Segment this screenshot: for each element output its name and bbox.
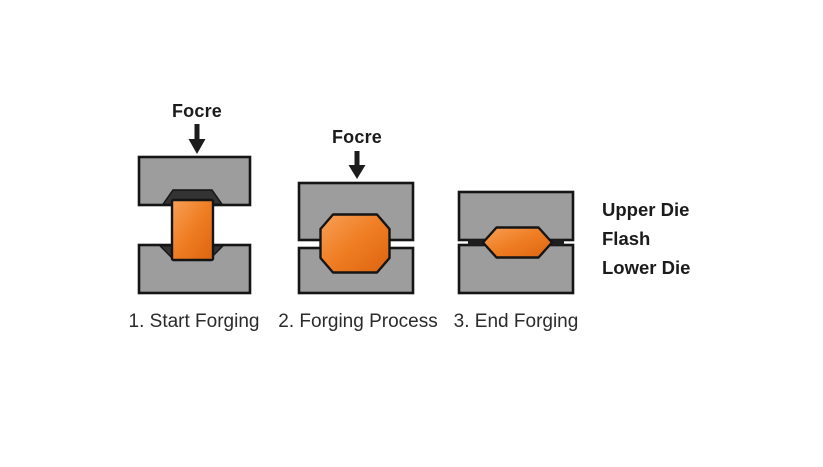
stage-3-end-forging [457, 190, 575, 295]
caption-stage-3: 3. End Forging [453, 311, 579, 332]
workpiece-forged [481, 226, 554, 259]
workpiece-billet [170, 198, 215, 262]
legend: Upper Die Flash Lower Die [602, 200, 690, 278]
stage-1-start-forging [137, 124, 252, 295]
force-label-stage-1: Focre [171, 101, 223, 121]
legend-flash: Flash [602, 228, 651, 249]
force-arrow-icon [188, 124, 206, 154]
workpiece-barrel [319, 213, 391, 274]
legend-lower-die: Lower Die [602, 257, 691, 278]
legend-upper-die: Upper Die [602, 199, 690, 220]
caption-stage-2: 2. Forging Process [278, 311, 438, 332]
stage-2-forging-process [297, 151, 415, 295]
force-label-stage-2: Focre [331, 127, 383, 147]
force-arrow-icon [348, 151, 366, 179]
caption-stage-1: 1. Start Forging [128, 311, 260, 332]
